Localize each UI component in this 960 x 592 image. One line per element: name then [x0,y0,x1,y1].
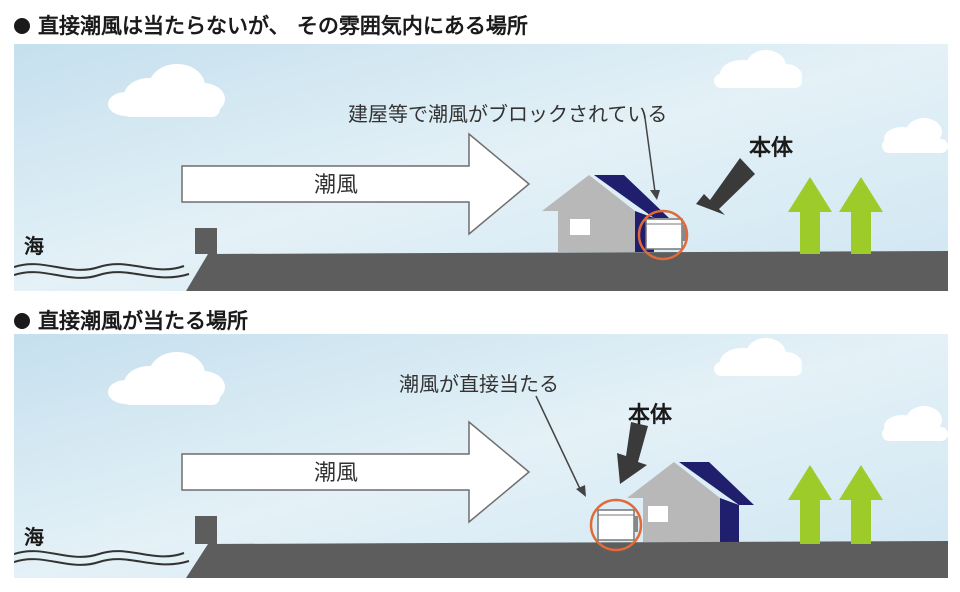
bullet-icon [14,313,30,329]
callout-text: 建屋等で潮風がブロックされている [348,102,668,126]
bullet-icon [14,18,30,34]
tree-icon [788,177,832,254]
scenario-2-panel: 海 潮風 潮風が直接当たる 本体 [14,334,948,578]
outdoor-unit-icon [645,218,686,250]
ground [186,251,948,291]
cloud-icon [108,352,225,405]
cloud-icon [882,118,948,153]
wind-arrow [181,420,531,524]
tree-icon [788,465,832,544]
scenario-1-heading: 直接潮風は当たらないが、 その雰囲気内にある場所 [14,10,528,40]
callout-text: 潮風が直接当たる [399,372,559,396]
callout-pointer-head [576,485,586,497]
scenario-2-heading-text: 直接潮風が当たる場所 [38,309,248,333]
callout-pointer [644,117,656,193]
ground [186,541,948,578]
house [542,175,669,252]
cloud-icon [714,338,802,376]
wind-label: 潮風 [314,173,359,198]
scenario-2-illustration [14,334,948,578]
callout-pointer [535,395,582,492]
outdoor-unit-icon [597,509,638,541]
unit-label: 本体 [749,136,794,161]
sea-wave [14,550,185,558]
seawall-post [195,228,217,254]
cloud-icon [108,64,225,117]
sea-wave [14,263,185,271]
seawall-post [195,516,217,544]
scenario-2-heading: 直接潮風が当たる場所 [14,305,248,335]
sea-wave [14,558,190,566]
tree-icon [839,177,883,254]
house [627,462,754,542]
wind-label: 潮風 [314,461,359,486]
sea-label: 海 [24,525,44,549]
cloud-icon [714,50,802,88]
highlight-circle [637,209,689,261]
wind-arrow [181,132,531,236]
sea-wave [14,271,190,279]
highlight-circle [589,498,643,552]
sea-label: 海 [24,234,44,258]
unit-pointer-arrow [617,422,648,484]
unit-label: 本体 [628,403,673,428]
unit-pointer-arrow [696,158,755,215]
cloud-icon [882,406,948,441]
scenario-1-heading-text: 直接潮風は当たらないが、 その雰囲気内にある場所 [38,14,528,38]
scenario-1-illustration [14,44,948,291]
callout-pointer-head [650,190,660,200]
tree-icon [839,465,883,544]
scenario-1-panel: 海 潮風 建屋等で潮風がブロックされている 本体 [14,44,948,291]
